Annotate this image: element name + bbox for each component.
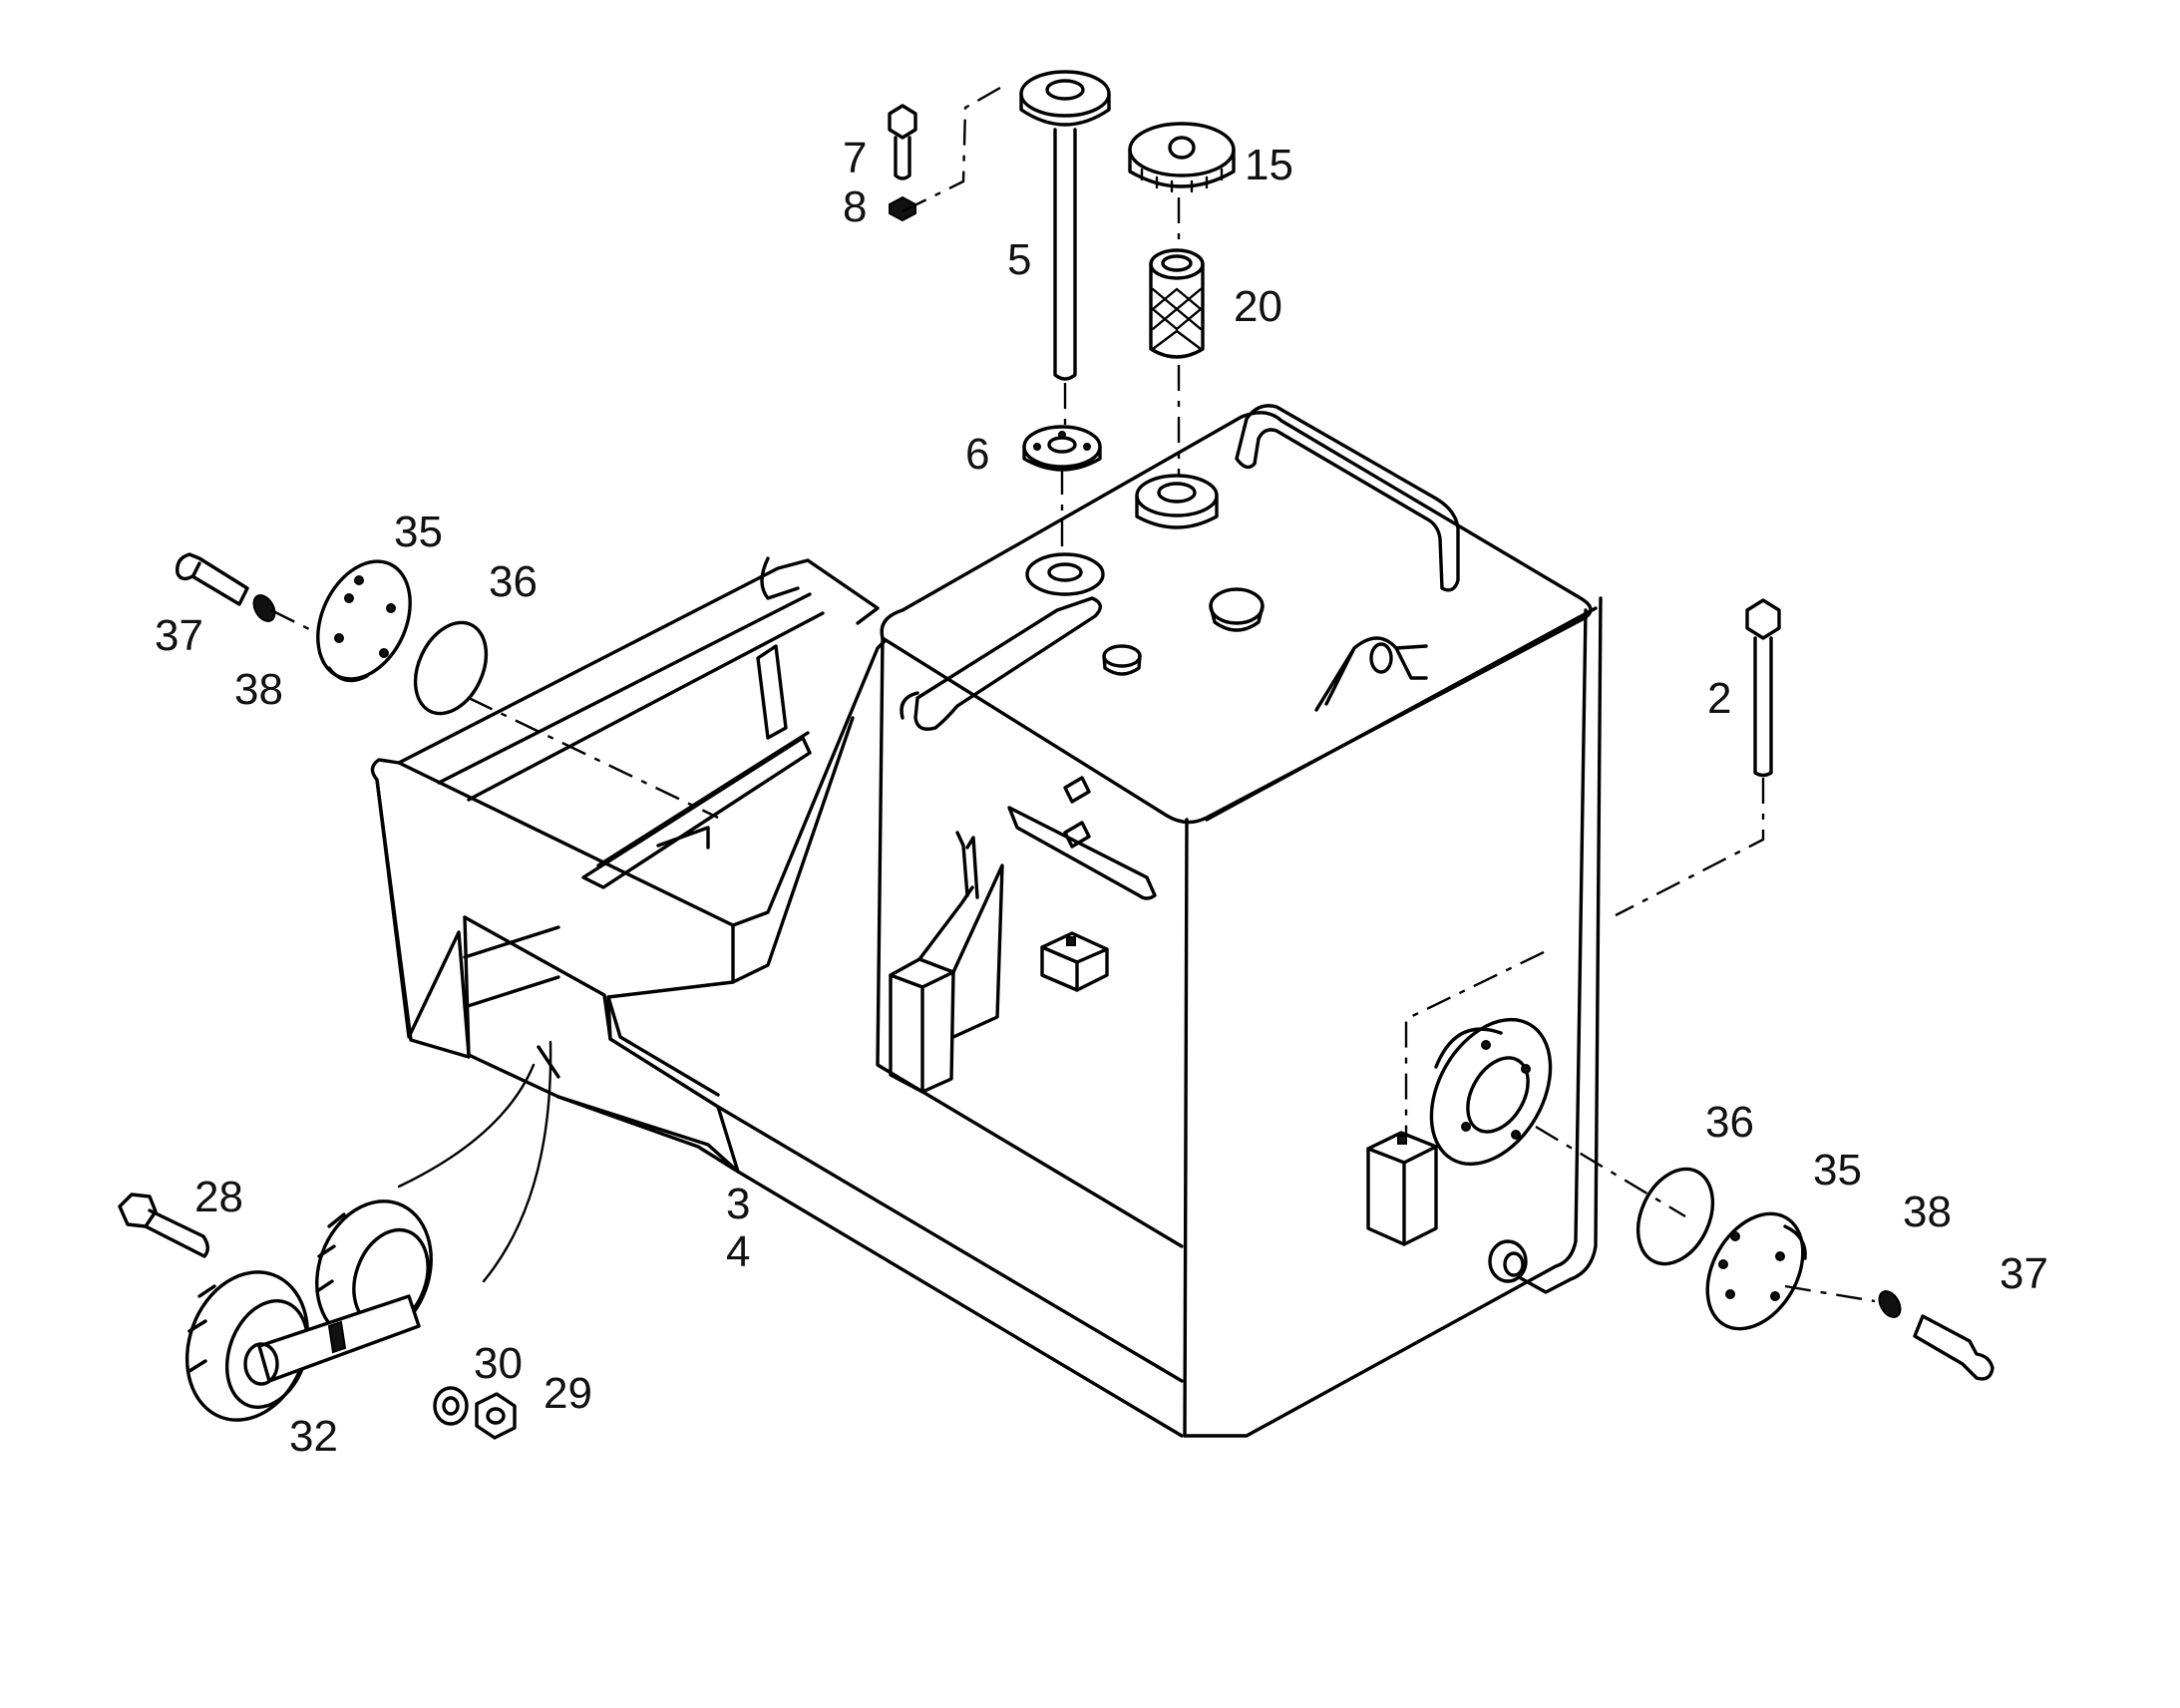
- callout-20: 20: [1234, 282, 1282, 331]
- level-gauge-part-5: [1019, 70, 1111, 381]
- callout-3: 3: [726, 1180, 750, 1228]
- left-cover-assembly: [176, 552, 489, 716]
- callout-36-left: 36: [489, 557, 538, 606]
- right-cover-assembly: [1635, 1167, 1995, 1381]
- callout-8: 8: [843, 182, 867, 231]
- roller-assembly-part-32: [184, 1199, 433, 1422]
- callout-32: 32: [289, 1412, 338, 1461]
- filler-cap-part-15: [1128, 122, 1236, 193]
- callout-37-right: 37: [1999, 1249, 2048, 1298]
- callout-37-left: 37: [155, 611, 203, 660]
- callout-6: 6: [965, 430, 989, 479]
- callout-28: 28: [194, 1173, 243, 1221]
- callout-36-right: 36: [1705, 1098, 1754, 1147]
- callout-labels: 7 8 5 15 20 6 35 36 37 38 2 36 35 38 37 …: [155, 134, 2048, 1461]
- bolt-part-7: [888, 104, 917, 180]
- washer-part-30: [433, 1386, 469, 1426]
- callout-35-right: 35: [1813, 1146, 1862, 1195]
- gasket-part-6: [1022, 425, 1102, 472]
- callout-15: 15: [1245, 141, 1293, 189]
- callout-2: 2: [1707, 674, 1731, 723]
- long-bolt-part-2: [1745, 598, 1781, 778]
- assembly-center-lines: [270, 86, 1876, 1303]
- strainer-part-20: [1149, 248, 1205, 359]
- callout-29: 29: [544, 1369, 592, 1418]
- hydraulic-tank: [876, 404, 1603, 1438]
- callout-7: 7: [843, 134, 867, 182]
- nut-part-8: [889, 195, 916, 222]
- detail-leader-curves: [397, 1040, 552, 1283]
- callout-38-right: 38: [1903, 1188, 1952, 1236]
- callout-35-left: 35: [394, 508, 443, 556]
- callout-30: 30: [474, 1339, 523, 1388]
- callout-38-left: 38: [234, 665, 283, 714]
- bolt-part-28: [118, 1193, 209, 1258]
- callout-5: 5: [1007, 235, 1031, 284]
- callout-4: 4: [726, 1227, 750, 1276]
- nut-part-29: [475, 1392, 517, 1440]
